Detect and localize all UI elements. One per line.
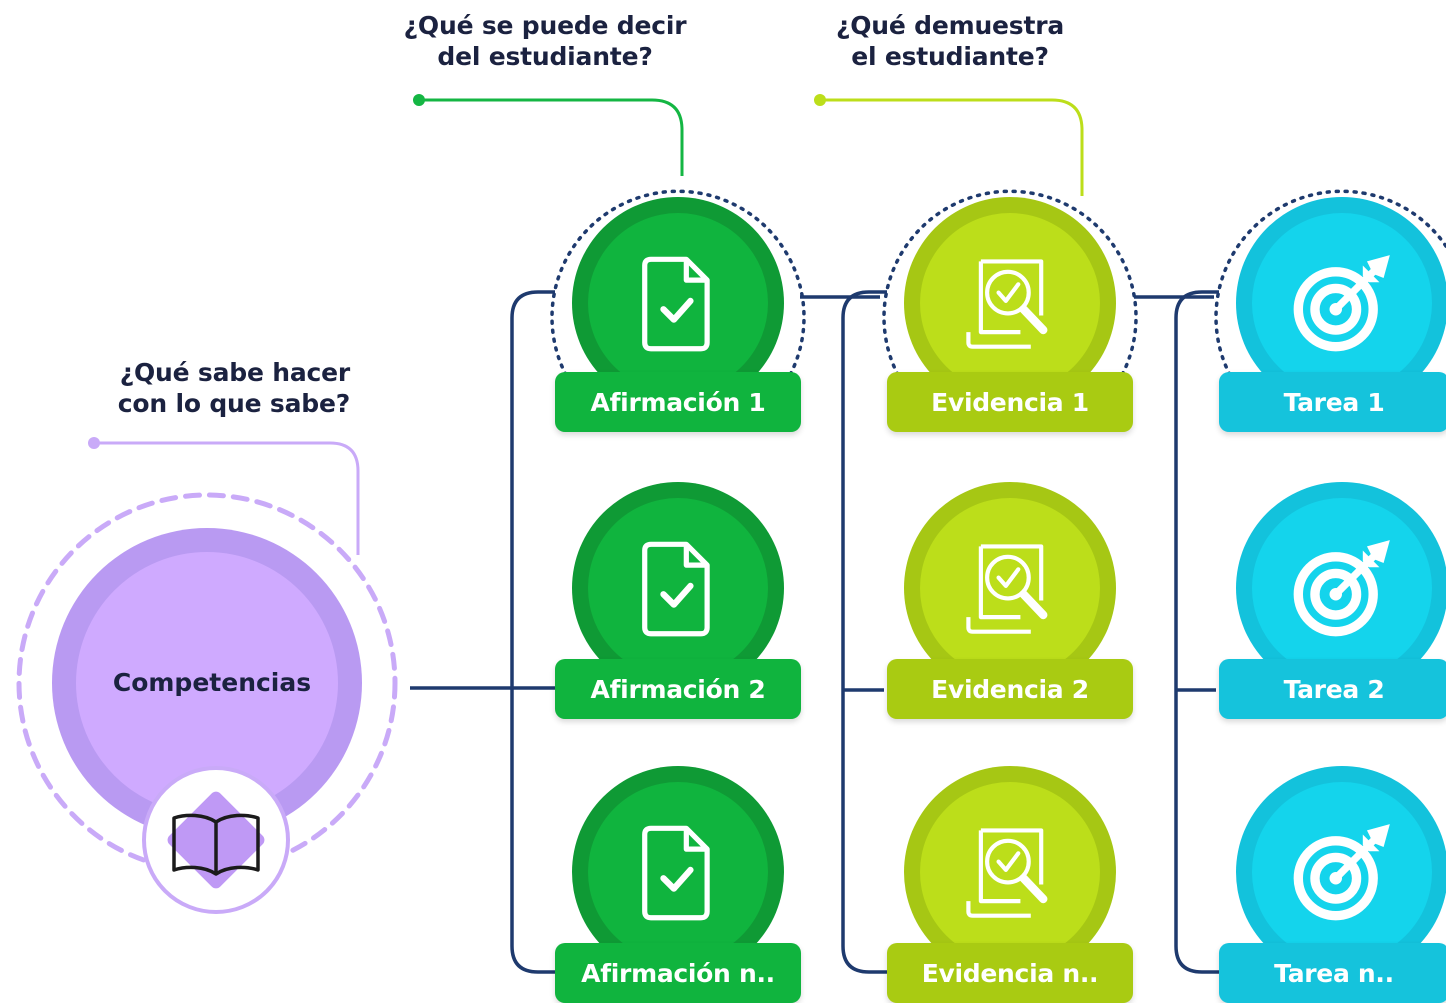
- question-competencias: ¿Qué sabe hacer con lo que sabe?: [117, 358, 350, 418]
- question-afirmaciones: ¿Qué se puede decir del estudiante?: [403, 11, 687, 71]
- tareas-label-pill: Tarea n..: [1219, 943, 1446, 1003]
- evidence-magnifier-icon: [966, 828, 1048, 918]
- evidencias-label-pill: Evidencia n..: [887, 943, 1133, 1003]
- evidencias-label-pill: Evidencia 1: [887, 372, 1133, 432]
- competencias-label: Competencias: [112, 668, 312, 697]
- bracket-connector: [510, 290, 555, 974]
- evidencias-node-inner: [920, 498, 1100, 678]
- dotted-ring: [550, 189, 806, 377]
- afirmaciones-node: [572, 766, 784, 978]
- target-arrow-icon: [1293, 540, 1390, 637]
- question-evidencias: ¿Qué demuestra el estudiante?: [835, 11, 1065, 71]
- tareas-node: [1236, 482, 1446, 694]
- tareas-label-pill: Tarea 1: [1219, 372, 1446, 432]
- pointer-competencias-dot: [88, 437, 100, 449]
- afirmaciones-node-inner: [588, 782, 768, 962]
- document-check-icon: [642, 541, 710, 637]
- afirmaciones-label-pill: Afirmación 1: [555, 372, 801, 432]
- evidence-magnifier-icon: [966, 259, 1048, 349]
- competencias-badge: [142, 766, 290, 914]
- bracket-connector: [841, 290, 887, 974]
- pointer-afirmaciones: [419, 98, 684, 176]
- evidencias-node-inner: [920, 782, 1100, 962]
- document-check-icon: [642, 825, 710, 921]
- document-check-icon: [642, 256, 710, 352]
- evidence-magnifier-icon: [966, 544, 1048, 634]
- afirmaciones-label-pill: Afirmación 2: [555, 659, 801, 719]
- bracket-connector: [1174, 290, 1219, 974]
- competencias-node: [52, 528, 362, 838]
- evidencias-node: [904, 766, 1116, 978]
- afirmaciones-label-pill: Afirmación n..: [555, 943, 801, 1003]
- pointer-evidencias: [820, 98, 1084, 196]
- pointer-competencias: [94, 441, 360, 555]
- dotted-ring: [1214, 189, 1446, 377]
- evidencias-node: [904, 482, 1116, 694]
- afirmaciones-node-inner: [588, 498, 768, 678]
- open-book-icon: [172, 813, 260, 876]
- pointer-afirmaciones-dot: [413, 94, 425, 106]
- pointer-evidencias-dot: [814, 94, 826, 106]
- tareas-label-pill: Tarea 2: [1219, 659, 1446, 719]
- evidencias-label-pill: Evidencia 2: [887, 659, 1133, 719]
- dotted-ring: [882, 189, 1138, 377]
- afirmaciones-node-inner: [588, 213, 768, 393]
- target-arrow-icon: [1293, 255, 1390, 352]
- evidencias-node-inner: [920, 213, 1100, 393]
- target-arrow-icon: [1293, 824, 1390, 921]
- tareas-node: [1236, 766, 1446, 978]
- afirmaciones-node: [572, 482, 784, 694]
